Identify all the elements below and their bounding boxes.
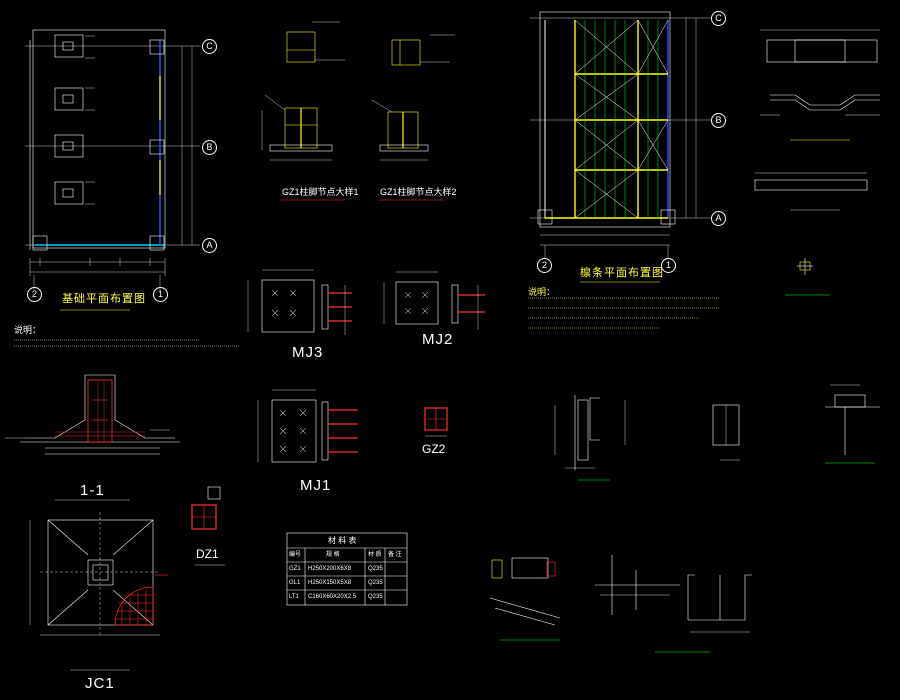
mj3-title: MJ3: [292, 344, 324, 361]
ridge-detail: [489, 557, 561, 641]
table-row-2-material: Q235: [368, 580, 383, 586]
section-11-title: 1-1: [80, 482, 105, 499]
tie-rod-detail: [754, 172, 868, 296]
gz1-node-detail-1: [261, 21, 345, 201]
table-row-2-id: GL1: [289, 580, 301, 586]
mj1-embed-plate: [257, 389, 358, 463]
dz1-title: DZ1: [196, 547, 219, 561]
axis-1-left: 1: [153, 287, 168, 302]
gz2-detail: [424, 407, 448, 437]
foundation-outline: [32, 29, 166, 249]
table-header-id: 编号: [289, 552, 302, 558]
axis-b-right: B: [711, 113, 726, 128]
purlin-notes-label: 说明：: [528, 287, 556, 297]
table-row-3-material: Q235: [368, 594, 383, 600]
axis-2-left: 2: [27, 287, 42, 302]
section-1-1: [5, 374, 180, 501]
gz2-title: GZ2: [422, 442, 446, 456]
bracket-detail: [712, 404, 740, 461]
table-header-material: 材 质: [368, 552, 382, 558]
jc1-footing: [29, 512, 168, 671]
axis-1-right: 1: [661, 258, 676, 273]
gz1-node-detail-2: [371, 34, 455, 201]
foundation-notes-label: 说明：: [14, 325, 42, 335]
axis-b-left: B: [202, 140, 217, 155]
axis-c-left: C: [202, 39, 217, 54]
jc1-title: JC1: [85, 675, 115, 692]
brace-connection-detail: [595, 555, 752, 653]
table-header-spec: 规 格: [326, 552, 340, 558]
mj2-title: MJ2: [422, 331, 454, 348]
foundation-notes: [14, 339, 240, 347]
purlin-plan: [530, 11, 712, 283]
table-row-1-spec: H250X200X6X8: [308, 566, 352, 572]
foundation-plan: [25, 29, 200, 311]
table-row-1-material: Q235: [368, 566, 383, 572]
mj3-embed-plate: [247, 269, 352, 335]
table-title: 材 料 表: [328, 536, 357, 545]
table-row-1-id: GZ1: [289, 566, 301, 572]
axis-a-right: A: [711, 211, 726, 226]
purlin-connection-detail: [554, 395, 626, 481]
gz1-node2-title: GZ1柱脚节点大样2: [380, 187, 457, 197]
material-table: [286, 532, 408, 606]
purlin-notes: [528, 297, 720, 329]
axis-2-right: 2: [537, 258, 552, 273]
mj1-title: MJ1: [300, 477, 332, 494]
footing-pads: [32, 34, 165, 251]
axis-c-right: C: [711, 11, 726, 26]
table-row-2-spec: H250X150X5X8: [308, 580, 352, 586]
table-header-note: 备 注: [388, 552, 402, 558]
purlin-splice-detail: [760, 29, 880, 141]
purlin-plan-title: 檩条平面布置图: [580, 267, 664, 279]
dz1-detail: [191, 486, 225, 566]
axis-a-left: A: [202, 238, 217, 253]
foundation-plan-title: 基础平面布置图: [62, 293, 146, 305]
table-row-3-id: LT1: [289, 594, 299, 600]
gz1-node1-title: GZ1柱脚节点大样1: [282, 187, 359, 197]
eave-purlin-detail: [825, 384, 880, 464]
table-row-3-spec: C160X60X20X2.5: [308, 594, 357, 600]
mj2-embed-plate: [383, 271, 485, 330]
